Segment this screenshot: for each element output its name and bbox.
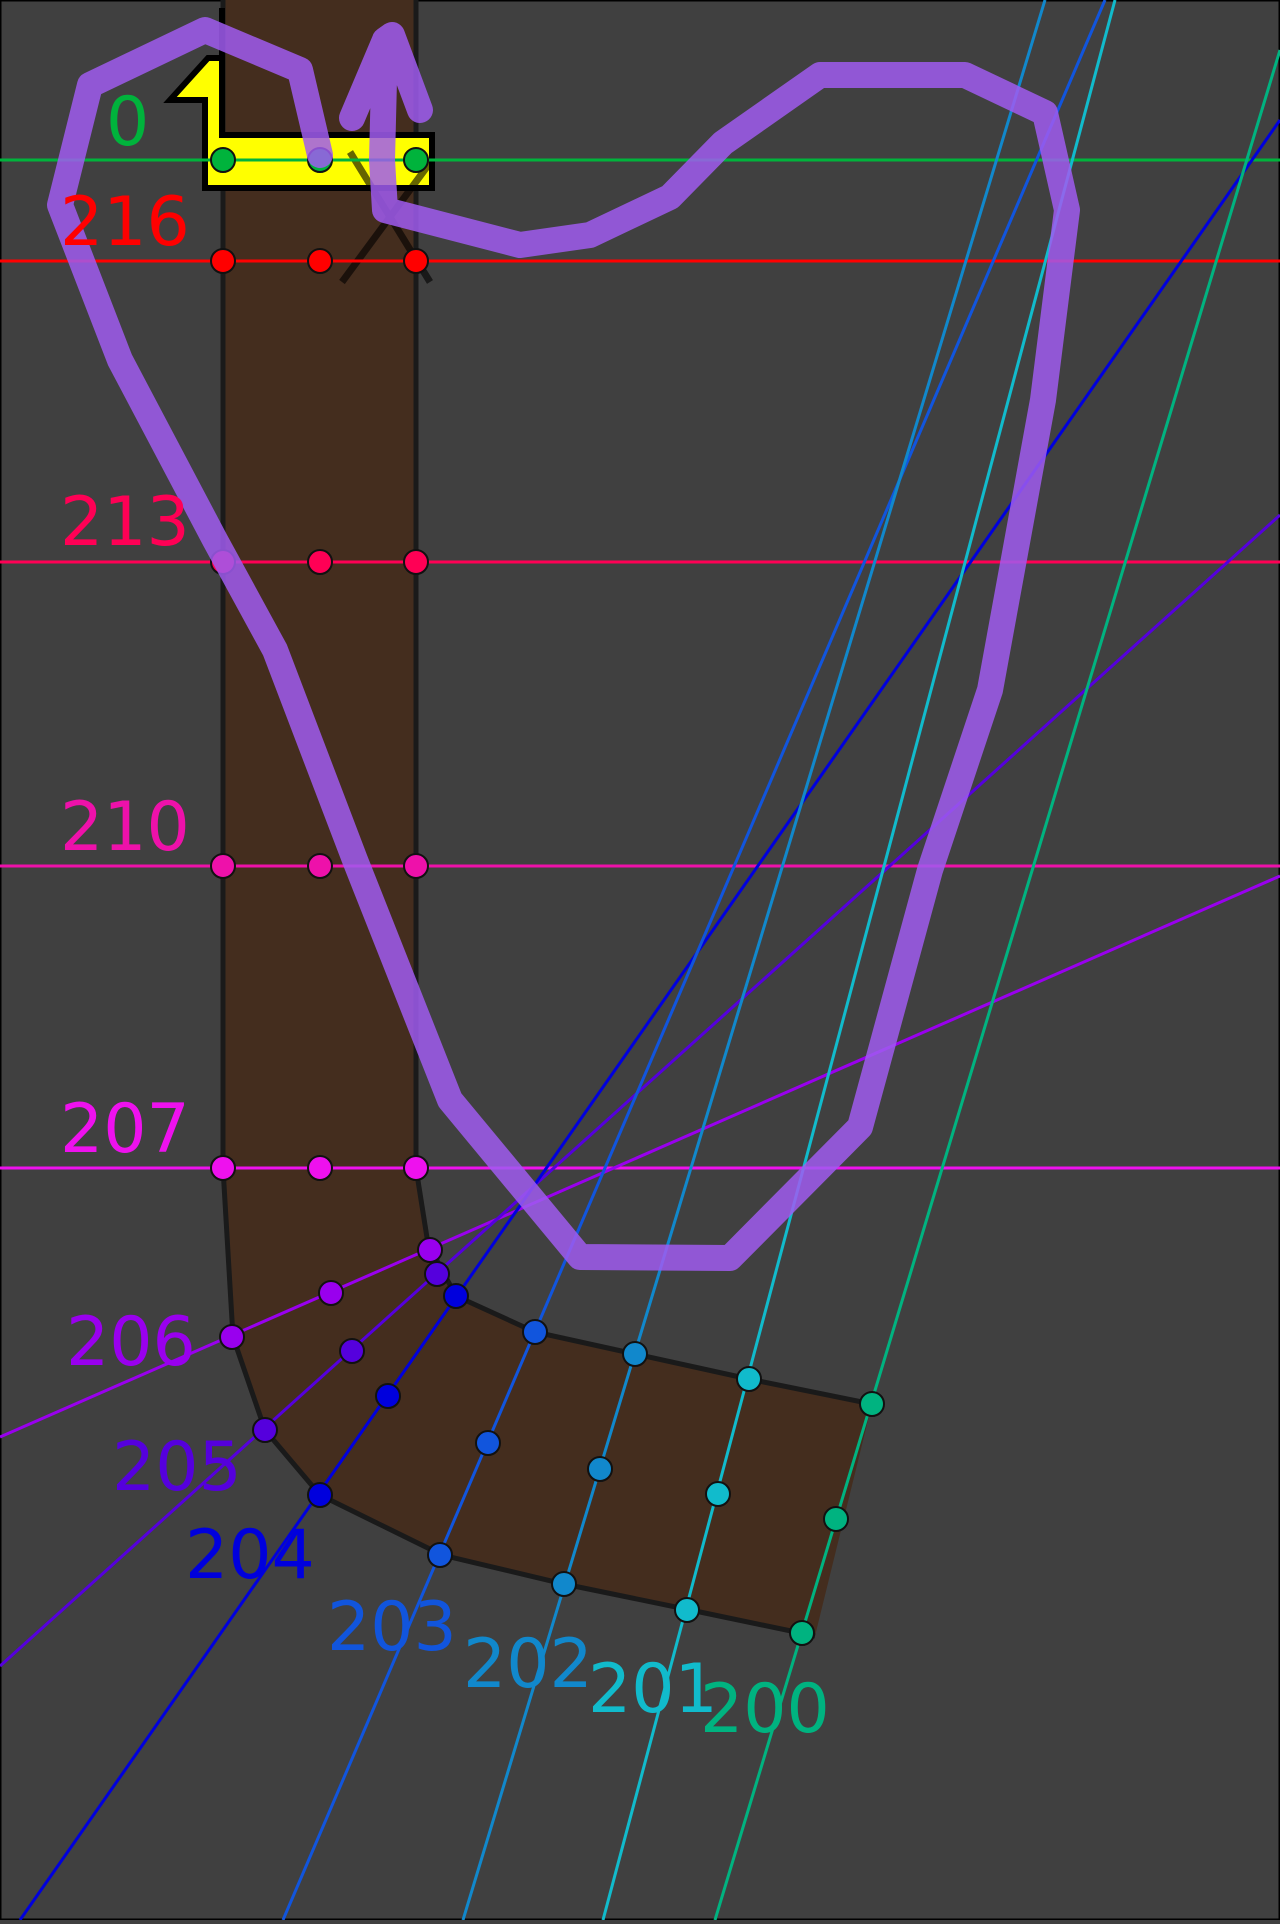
line-label-202: 202 <box>463 1625 593 1704</box>
line-label-0: 0 <box>106 83 149 162</box>
control-point-205-1[interactable] <box>339 1338 365 1364</box>
road-corridor <box>222 0 872 1636</box>
line-label-210: 210 <box>60 788 190 867</box>
line-label-207: 207 <box>60 1090 190 1169</box>
control-point-204-0[interactable] <box>307 1482 333 1508</box>
control-point-216-1[interactable] <box>307 248 333 274</box>
control-point-210-2[interactable] <box>403 853 429 879</box>
control-point-201-2[interactable] <box>736 1366 762 1392</box>
control-point-207-2[interactable] <box>403 1155 429 1181</box>
control-point-205-2[interactable] <box>424 1261 450 1287</box>
control-point-207-1[interactable] <box>307 1155 333 1181</box>
section-line-204 <box>18 119 1280 1921</box>
control-point-203-0[interactable] <box>427 1542 453 1568</box>
control-point-202-1[interactable] <box>587 1456 613 1482</box>
line-label-213: 213 <box>60 483 190 562</box>
control-point-210-0[interactable] <box>210 853 236 879</box>
path-stroke-overlay <box>47 17 1080 1271</box>
control-point-213-2[interactable] <box>403 549 429 575</box>
control-point-203-2[interactable] <box>522 1319 548 1345</box>
control-point-206-1[interactable] <box>318 1280 344 1306</box>
line-label-203: 203 <box>327 1588 457 1667</box>
control-point-200-0[interactable] <box>789 1620 815 1646</box>
section-line-205 <box>0 513 1280 1668</box>
control-point-202-0[interactable] <box>551 1571 577 1597</box>
control-point-205-0[interactable] <box>252 1417 278 1443</box>
line-label-200: 200 <box>700 1670 830 1749</box>
line-label-216: 216 <box>60 183 190 262</box>
control-point-202-2[interactable] <box>622 1341 648 1367</box>
section-line-206 <box>0 874 1280 1439</box>
control-point-201-0[interactable] <box>674 1597 700 1623</box>
control-point-201-1[interactable] <box>705 1481 731 1507</box>
control-point-216-0[interactable] <box>210 248 236 274</box>
line-label-205: 205 <box>112 1428 242 1507</box>
control-point-210-1[interactable] <box>307 853 333 879</box>
section-line-203 <box>281 0 1107 1921</box>
control-point-204-2[interactable] <box>443 1283 469 1309</box>
line-label-206: 206 <box>66 1303 196 1382</box>
control-point-0-0[interactable] <box>210 147 236 173</box>
control-point-213-1[interactable] <box>307 549 333 575</box>
control-point-200-2[interactable] <box>859 1391 885 1417</box>
control-point-200-1[interactable] <box>823 1506 849 1532</box>
control-point-204-1[interactable] <box>375 1383 401 1409</box>
section-line-200 <box>713 49 1280 1921</box>
control-point-206-0[interactable] <box>219 1324 245 1350</box>
control-point-0-2[interactable] <box>403 147 429 173</box>
control-point-203-1[interactable] <box>475 1430 501 1456</box>
control-point-207-0[interactable] <box>210 1155 236 1181</box>
start-arrow-icon <box>163 55 435 191</box>
section-line-202 <box>461 0 1047 1921</box>
line-label-201: 201 <box>588 1650 718 1729</box>
line-label-204: 204 <box>185 1516 315 1595</box>
control-point-216-2[interactable] <box>403 248 429 274</box>
control-point-206-2[interactable] <box>417 1237 443 1263</box>
section-points <box>210 147 885 1646</box>
